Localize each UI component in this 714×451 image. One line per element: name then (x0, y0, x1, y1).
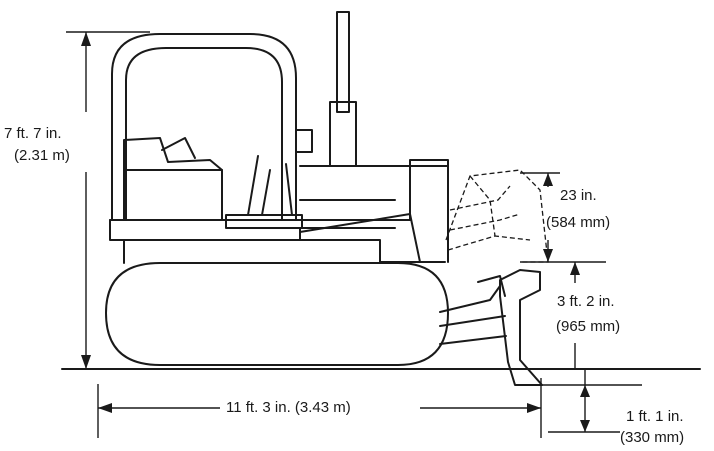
blade-lift-imperial-label: 23 in. (560, 187, 597, 204)
height-imperial-label: 7 ft. 7 in. (4, 125, 62, 142)
machine-body (109, 11, 449, 264)
blade-height-metric-label: (965 mm) (556, 318, 621, 335)
height-dimension (66, 31, 150, 369)
blade-height-imperial-label: 3 ft. 2 in. (557, 293, 615, 310)
blade-height-dimension (570, 262, 580, 369)
raised-blade-ghost (445, 169, 549, 263)
blade-drop-dimension (548, 369, 620, 433)
crawler-track (105, 262, 449, 366)
blade-lift-metric-label: (584 mm) (546, 214, 611, 231)
blade-assembly (299, 213, 543, 386)
height-metric-label: (2.31 m) (14, 147, 70, 164)
blade-drop-metric-label: (330 mm) (620, 429, 685, 446)
rops-frame (111, 33, 297, 221)
length-label: 11 ft. 3 in. (3.43 m) (226, 399, 351, 416)
length-dimension (97, 378, 542, 438)
blade-drop-imperial-label: 1 ft. 1 in. (626, 408, 684, 425)
